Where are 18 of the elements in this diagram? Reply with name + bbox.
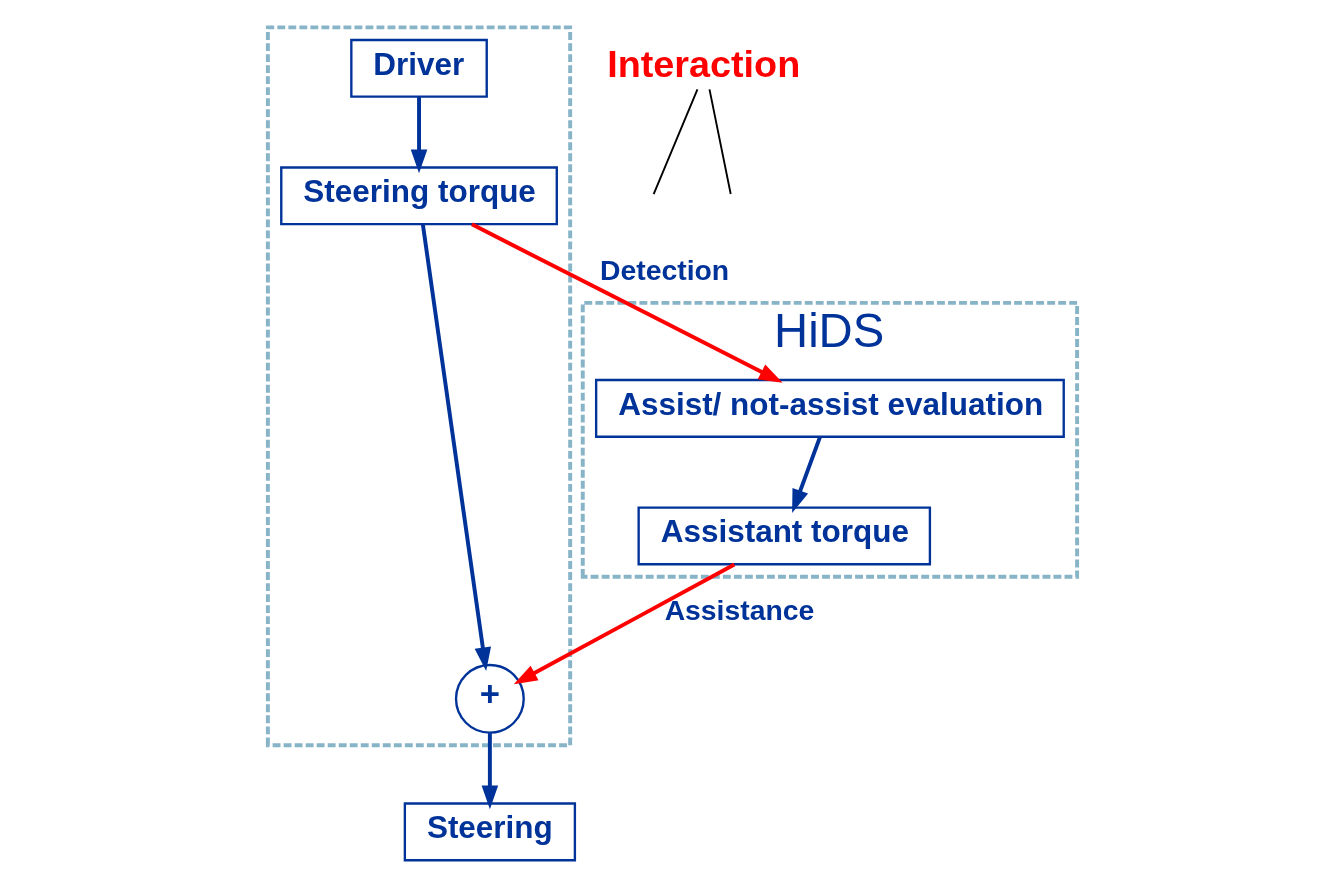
node-box: Assist/ not-assist evaluation xyxy=(594,378,1065,438)
node-text: Interaction xyxy=(606,42,800,85)
arrow xyxy=(791,436,822,513)
node-box: Steering torque xyxy=(279,166,558,226)
edge-label: Assistance xyxy=(664,593,814,626)
node-box: Steering xyxy=(403,802,576,862)
node-box: Assistant torque xyxy=(636,506,931,566)
edge-label: Detection xyxy=(599,253,729,286)
node-circle: + xyxy=(454,663,525,734)
arrow xyxy=(410,96,427,174)
arrow xyxy=(470,222,783,383)
node-box: Driver xyxy=(349,38,488,98)
connector xyxy=(708,88,732,195)
connector xyxy=(652,88,698,195)
arrow xyxy=(481,733,498,810)
cluster xyxy=(265,25,572,748)
arrow xyxy=(513,562,735,685)
arrow xyxy=(420,224,491,672)
